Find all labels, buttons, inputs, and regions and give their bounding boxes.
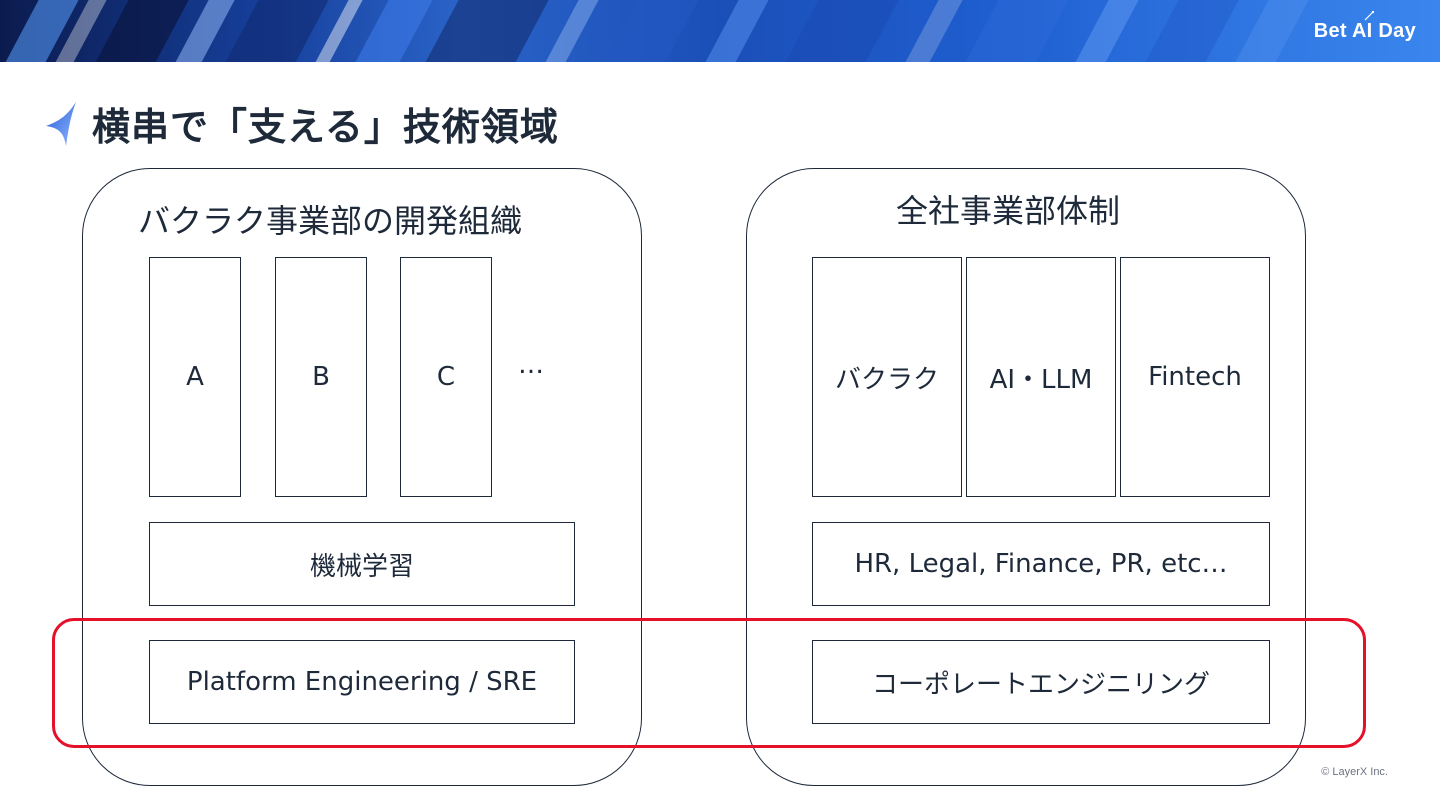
page-title: 横串で「支える」技術領域 bbox=[92, 105, 559, 149]
page-title-row: 横串で「支える」技術領域 bbox=[44, 96, 559, 151]
division-box-fintech: Fintech bbox=[1120, 257, 1270, 497]
right-panel-title: 全社事業部体制 bbox=[896, 192, 1121, 230]
ml-layer-box: 機械学習 bbox=[149, 522, 575, 606]
corporate-engineering-box: コーポレートエンジニリング bbox=[812, 640, 1270, 724]
sparkle-star-icon bbox=[46, 101, 76, 146]
left-panel-title: バクラク事業部の開発組織 bbox=[138, 202, 523, 240]
division-box-bakuraku: バクラク bbox=[812, 257, 962, 497]
product-box-a: A bbox=[149, 257, 241, 497]
right-panel bbox=[746, 168, 1306, 786]
cross-cutting-highlight bbox=[52, 618, 1366, 748]
division-box-ai-llm: AI・LLM bbox=[966, 257, 1116, 497]
platform-engineering-box: Platform Engineering / SRE bbox=[149, 640, 575, 724]
product-box-b: B bbox=[275, 257, 367, 497]
product-box-c: C bbox=[400, 257, 492, 497]
brand-name: Bet AI Day bbox=[1313, 20, 1416, 42]
left-panel bbox=[82, 168, 642, 786]
header-banner: Bet AI Day bbox=[0, 0, 1440, 62]
copyright: © LayerX Inc. bbox=[1321, 766, 1388, 778]
corporate-functions-box: HR, Legal, Finance, PR, etc… bbox=[812, 522, 1270, 606]
more-products-ellipsis: … bbox=[518, 350, 546, 380]
brand-logo: Bet AI Day bbox=[1313, 11, 1416, 43]
brand-spark-icon bbox=[1364, 11, 1374, 21]
